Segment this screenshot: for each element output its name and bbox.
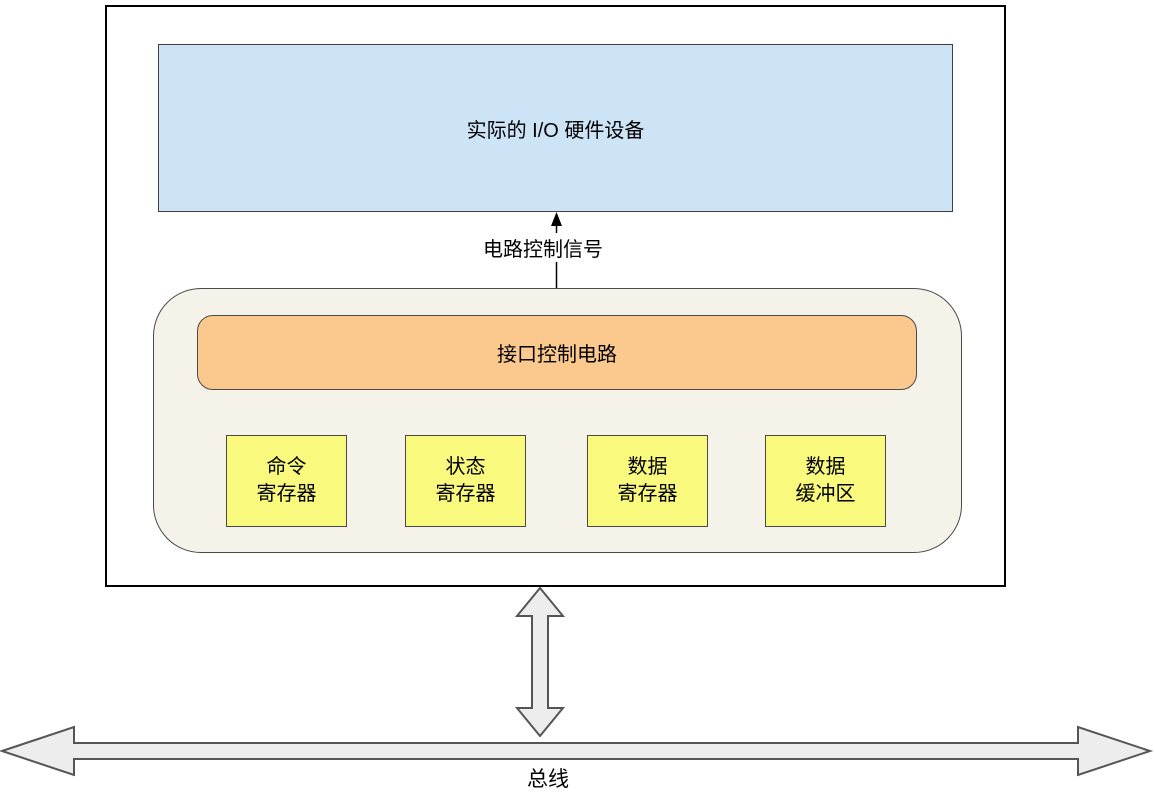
interface-control-circuit-box: 接口控制电路 <box>197 315 917 390</box>
data-register-box: 数据 寄存器 <box>587 435 708 527</box>
device-bus-double-arrow-icon <box>515 587 565 737</box>
io-hardware-device-label: 实际的 I/O 硬件设备 <box>466 119 645 142</box>
command-register-label-line1: 命令 <box>266 456 307 478</box>
data-buffer-box: 数据 缓冲区 <box>765 435 886 527</box>
status-register-label-line2: 寄存器 <box>435 483 496 505</box>
data-buffer-label-line2: 缓冲区 <box>795 483 856 505</box>
status-register-label-line1: 状态 <box>445 456 486 478</box>
data-buffer-label-line1: 数据 <box>805 456 846 478</box>
status-register-box: 状态 寄存器 <box>405 435 526 527</box>
data-register-label-line2: 寄存器 <box>617 483 678 505</box>
data-register-label-line1: 数据 <box>627 456 668 478</box>
command-register-box: 命令 寄存器 <box>226 435 347 527</box>
control-signal-label: 电路控制信号 <box>481 233 605 262</box>
command-register-label-line2: 寄存器 <box>256 483 317 505</box>
io-hardware-device-box: 实际的 I/O 硬件设备 <box>158 44 953 212</box>
bus-label: 总线 <box>527 768 569 791</box>
interface-control-circuit-label: 接口控制电路 <box>497 344 617 366</box>
bus-double-arrow-icon <box>0 725 1154 777</box>
